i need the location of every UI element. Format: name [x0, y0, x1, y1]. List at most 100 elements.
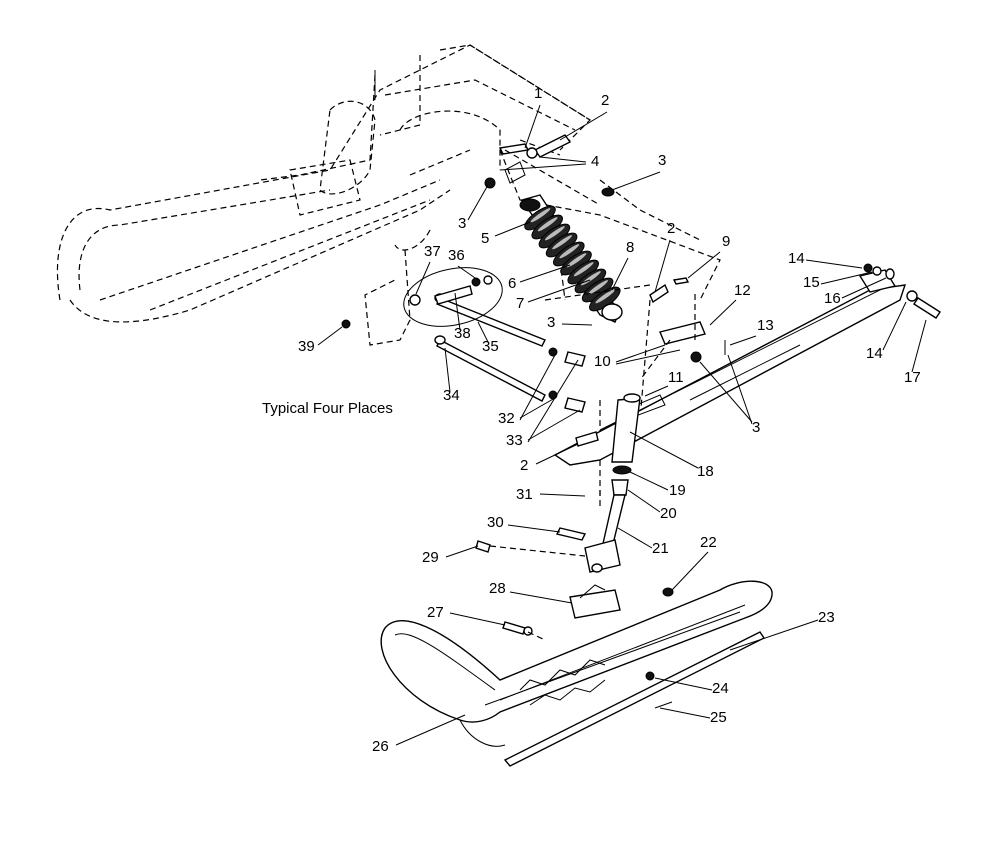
callout-c14a: 14 [788, 250, 805, 267]
leader-line-c6-0 [519, 264, 571, 283]
spring-coil-highlight [530, 208, 551, 223]
leader-line-c20-0 [627, 489, 661, 513]
callout-c25: 25 [710, 709, 727, 726]
upper-mount-hardware [498, 134, 615, 206]
spring-coil-highlight [544, 226, 565, 241]
leader-line-c26-0 [395, 714, 466, 746]
leader-line-c14b-0 [882, 301, 907, 351]
callout-c38: 38 [454, 325, 471, 342]
leader-line-c9-0 [687, 251, 721, 279]
leader-line-c1-0 [524, 104, 541, 149]
leader-line-c31-0 [539, 493, 586, 497]
callout-c13: 13 [757, 317, 774, 334]
leader-line-c15-0 [820, 271, 873, 285]
callout-c18: 18 [697, 463, 714, 480]
callout-c10: 10 [594, 353, 611, 370]
callout-c4: 4 [591, 153, 599, 170]
callout-c9: 9 [722, 233, 730, 250]
spindle-bar [553, 263, 941, 466]
leader-line-c2b-0 [654, 239, 671, 293]
callout-c8: 8 [626, 239, 634, 256]
callout-c33: 33 [506, 432, 523, 449]
leader-line-c11-0 [644, 385, 669, 397]
leader-line-c36-0 [457, 265, 479, 281]
leader-line-c2a-0 [559, 111, 608, 141]
callout-c36: 36 [448, 247, 465, 264]
leader-line-c3d-1 [727, 354, 753, 425]
callout-c19: 19 [669, 482, 686, 499]
callout-c35: 35 [482, 338, 499, 355]
callout-c3a: 3 [658, 152, 666, 169]
spring-coil-highlight [595, 289, 616, 304]
callout-c7: 7 [516, 295, 524, 312]
caption-typical-four-places: Typical Four Places [262, 400, 393, 417]
ski-assembly [380, 527, 773, 767]
callout-c17: 17 [904, 369, 921, 386]
leader-line-c35-0 [477, 321, 489, 343]
callout-c15: 15 [803, 274, 820, 291]
leader-line-c23-0 [729, 619, 819, 651]
leader-line-c37-0 [415, 261, 431, 295]
leader-line-c16-0 [841, 277, 887, 299]
callout-c3b: 3 [458, 215, 466, 232]
callout-c32: 32 [498, 410, 515, 427]
leader-line-c32-1 [519, 354, 556, 421]
tie-rods [434, 293, 599, 447]
leader-line-c3b-0 [467, 184, 489, 221]
callout-c6: 6 [508, 275, 516, 292]
leader-line-c30-0 [507, 524, 561, 533]
leader-line-c18-0 [629, 431, 699, 469]
leader-line-c19-0 [629, 471, 669, 491]
leader-line-c34-0 [444, 347, 451, 393]
callout-c5: 5 [481, 230, 489, 247]
callout-c14b: 14 [866, 345, 883, 362]
callout-c39: 39 [298, 338, 315, 355]
spring-coil-highlight [588, 280, 608, 295]
leader-line-c39-0 [317, 326, 343, 346]
spring-coil-highlight [552, 235, 572, 250]
callout-c2b: 2 [667, 220, 675, 237]
callout-c34: 34 [443, 387, 460, 404]
leader-line-c25-0 [659, 707, 711, 719]
callout-c26: 26 [372, 738, 389, 755]
leader-line-c24-0 [654, 677, 713, 691]
leader-line-c12-0 [709, 299, 737, 326]
callout-c29: 29 [422, 549, 439, 566]
callout-c3d: 3 [752, 419, 760, 436]
leader-line-c14a-0 [805, 259, 863, 269]
callout-c20: 20 [660, 505, 677, 522]
tie-rod-end-detail [403, 267, 503, 327]
leader-line-c13-0 [729, 335, 757, 346]
spring-coil-highlight [559, 244, 580, 259]
leader-line-c7-0 [527, 279, 591, 303]
callout-c12: 12 [734, 282, 751, 299]
leader-line-c21-0 [617, 527, 653, 549]
spring-coil-highlight [537, 217, 558, 232]
callout-c2c: 2 [520, 457, 528, 474]
callout-c21: 21 [652, 540, 669, 557]
leader-line-c38-0 [454, 292, 461, 331]
callout-c27: 27 [427, 604, 444, 621]
leader-line-c27-0 [449, 612, 506, 626]
leader-line-c32-0 [519, 397, 556, 419]
leader-lines [317, 104, 927, 746]
leader-line-c4-0 [539, 156, 587, 163]
leader-line-c2c-0 [535, 443, 579, 465]
callout-c16: 16 [824, 290, 841, 307]
leader-line-c5-0 [494, 221, 531, 237]
leader-line-c3c-0 [561, 323, 593, 326]
chassis-outline [56, 44, 721, 500]
callout-c2a: 2 [601, 92, 609, 109]
leader-line-c33-1 [527, 359, 579, 443]
leader-line-c3a-0 [611, 171, 661, 191]
callout-c11: 11 [668, 369, 684, 386]
leader-line-c4-1 [499, 163, 587, 171]
callout-c22: 22 [700, 534, 717, 551]
leader-line-c28-0 [509, 591, 573, 604]
callout-c37: 37 [424, 243, 441, 260]
spring-coil-highlight [573, 262, 594, 277]
callout-c23: 23 [818, 609, 835, 626]
